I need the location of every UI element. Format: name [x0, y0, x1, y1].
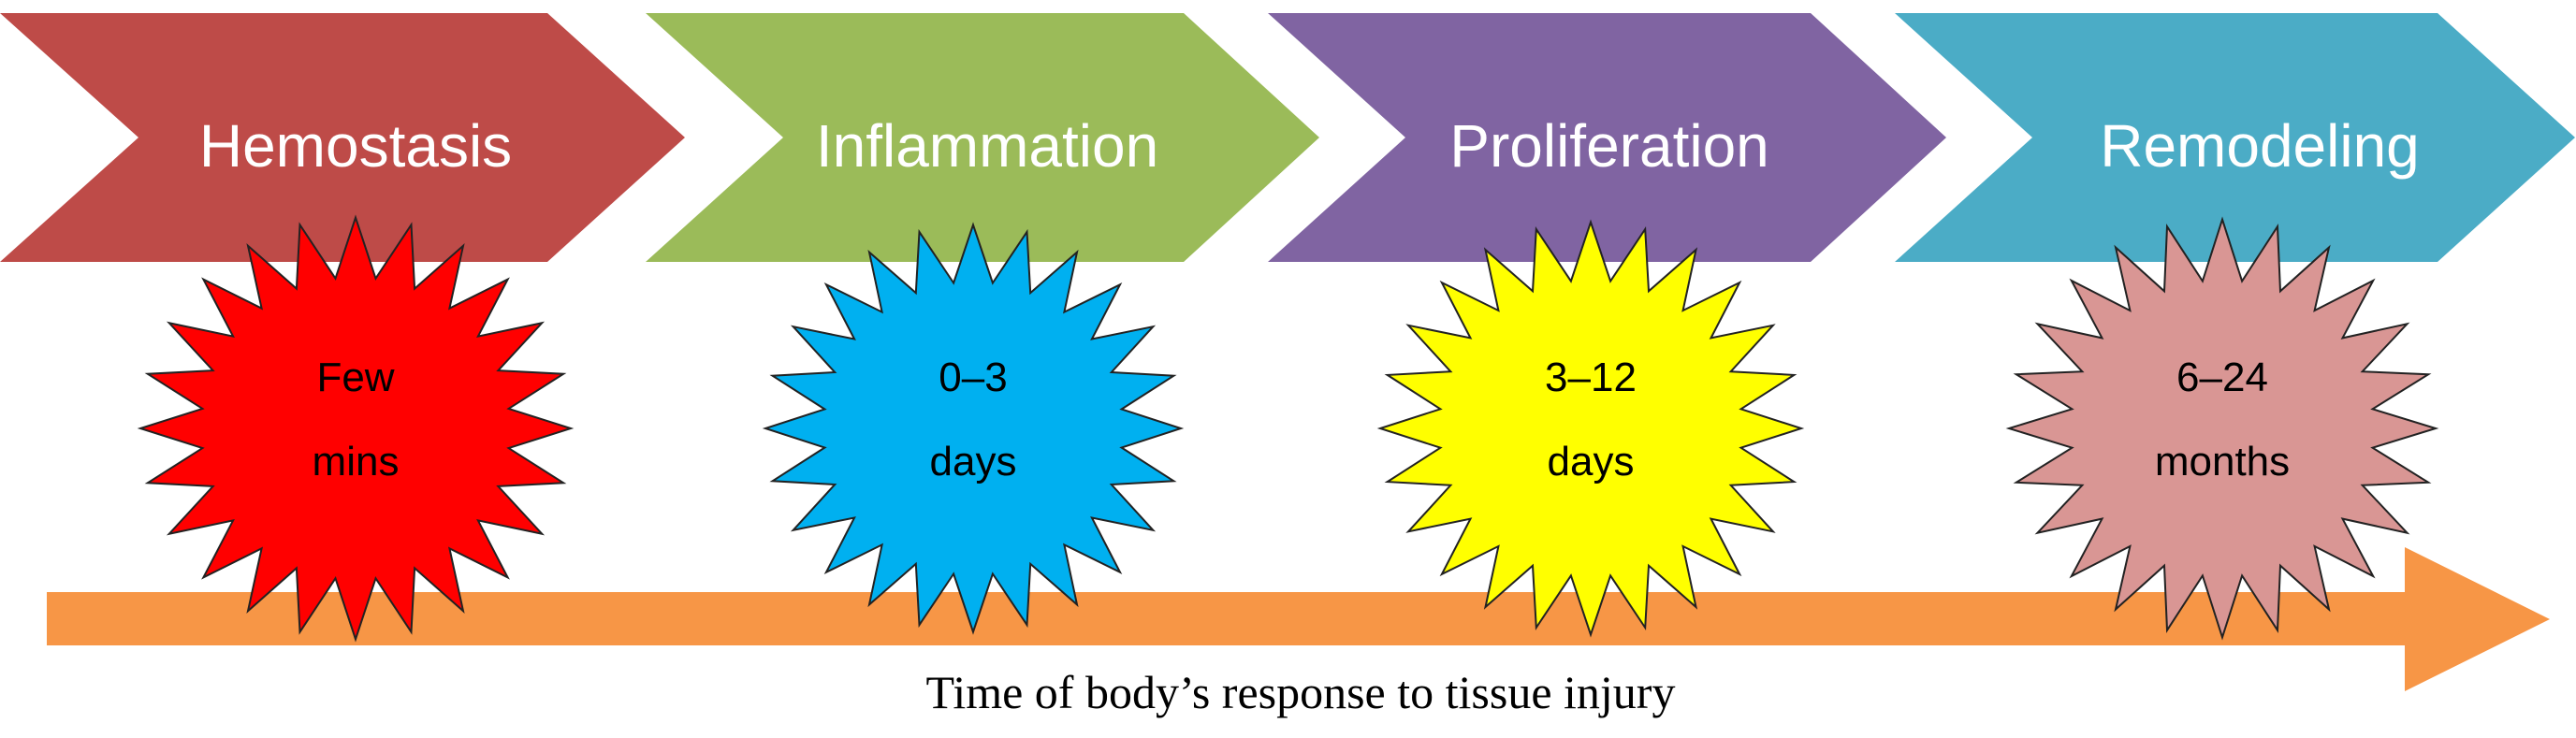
duration-inflammation-line1: 0–3 — [939, 355, 1007, 400]
burst-hemostasis — [137, 214, 575, 643]
duration-remodeling-line1: 6–24 — [2176, 355, 2268, 400]
duration-remodeling-line2: months — [2155, 439, 2290, 485]
chevron-hemostasis — [0, 13, 685, 262]
timeline-arrow — [47, 547, 2550, 691]
stage-label-remodeling: Remodeling — [2100, 112, 2420, 180]
duration-inflammation-line2: days — [930, 439, 1017, 485]
stage-label-hemostasis: Hemostasis — [199, 112, 512, 180]
burst-remodeling — [2005, 216, 2439, 641]
chevron-inflammation — [646, 13, 1319, 262]
chevron-proliferation — [1268, 13, 1946, 262]
stage-label-inflammation: Inflammation — [816, 112, 1158, 180]
duration-hemostasis-line2: mins — [313, 439, 400, 485]
duration-hemostasis-line1: Few — [316, 355, 394, 400]
chevron-remodeling — [1895, 13, 2575, 262]
duration-proliferation-line2: days — [1548, 439, 1635, 485]
burst-inflammation — [762, 222, 1185, 635]
burst-proliferation — [1376, 219, 1805, 638]
timeline-caption: Time of body’s response to tissue injury — [926, 666, 1676, 718]
stage-label-proliferation: Proliferation — [1449, 112, 1769, 180]
duration-proliferation-line1: 3–12 — [1545, 355, 1637, 400]
